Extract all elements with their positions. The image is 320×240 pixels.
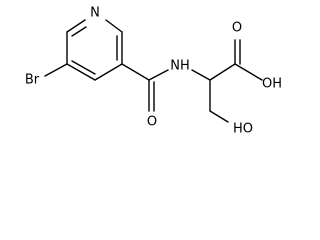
atom-label-acid-oh: OH <box>262 77 282 92</box>
atom-label-amide-o: O <box>147 115 157 130</box>
bond-n-c2 <box>105 19 123 33</box>
atom-label-br: Br <box>25 73 40 88</box>
atom-label-nh: NH <box>170 59 190 74</box>
molecule-structure: N Br O NH O OH HO <box>25 6 282 137</box>
bond-c4-c5 <box>66 63 96 81</box>
bond-nh-calpha <box>191 69 211 81</box>
pyridine-ring <box>66 19 123 81</box>
atom-label-side-oh: HO <box>233 122 253 137</box>
bond-cooh-oh <box>234 63 263 81</box>
atom-label-acid-o: O <box>232 21 242 36</box>
bond-ch2-oh <box>209 110 229 123</box>
bond-c4-c5-inner <box>71 60 96 75</box>
bond-c5-br <box>44 63 68 77</box>
bond-carbonyl-nh <box>148 69 169 81</box>
bond-c6-n-inner <box>71 26 87 37</box>
bond-c3-carbonyl <box>121 63 150 81</box>
bond-c3-c4 <box>94 63 123 81</box>
bond-calpha-cooh <box>209 63 236 81</box>
atom-label-ring-n: N <box>90 6 100 21</box>
bond-c6-n <box>66 19 86 33</box>
